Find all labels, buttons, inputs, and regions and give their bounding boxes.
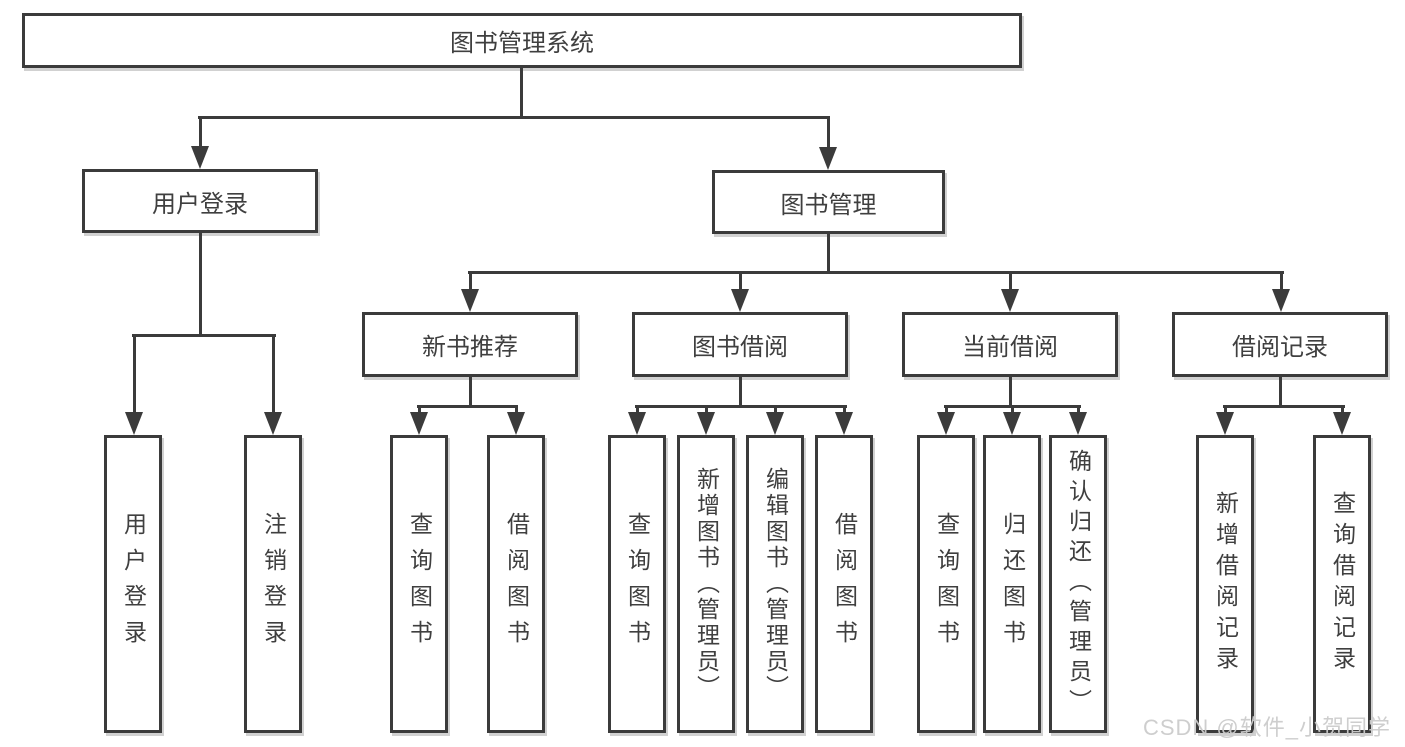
arrowhead-down-icon (766, 412, 784, 435)
connector-line (635, 405, 847, 408)
leaf-borrow-books-recommend: 借阅图书 (487, 435, 545, 733)
connector-line (1009, 377, 1012, 407)
node-current-borrowing: 当前借阅 (902, 312, 1118, 377)
leaf-borrow-books: 借阅图书 (815, 435, 873, 733)
arrowhead-down-icon (264, 412, 282, 435)
connector-line (198, 116, 830, 119)
connector-line (133, 334, 136, 414)
arrowhead-down-icon (1272, 289, 1290, 312)
arrowhead-down-icon (461, 289, 479, 312)
node-borrowing-records: 借阅记录 (1172, 312, 1388, 377)
connector-line (1009, 271, 1012, 291)
connector-line (1223, 405, 1345, 408)
node-library-management-system: 图书管理系统 (22, 13, 1022, 68)
connector-line (515, 405, 518, 414)
arrowhead-down-icon (819, 147, 837, 170)
arrowhead-down-icon (628, 412, 646, 435)
node-new-book-recommendation: 新书推荐 (362, 312, 578, 377)
arrowhead-down-icon (191, 146, 209, 169)
leaf-user-login: 用户登录 (104, 435, 162, 733)
arrowhead-down-icon (1333, 412, 1351, 435)
connector-line (1341, 405, 1344, 414)
leaf-edit-book-admin: 编辑图书（管理员） (746, 435, 804, 733)
connector-line (1280, 271, 1283, 291)
node-book-management: 图书管理 (712, 170, 945, 234)
leaf-query-books-recommend: 查询图书 (390, 435, 448, 733)
node-book-borrowing: 图书借阅 (632, 312, 848, 377)
connector-line (520, 68, 523, 119)
connector-line (468, 271, 1284, 274)
connector-line (418, 405, 421, 414)
leaf-add-book-admin: 新增图书（管理员） (677, 435, 735, 733)
connector-line (774, 405, 777, 414)
connector-line (1279, 377, 1282, 407)
leaf-return-book: 归还图书 (983, 435, 1041, 733)
arrowhead-down-icon (731, 289, 749, 312)
arrowhead-down-icon (1001, 289, 1019, 312)
arrowhead-down-icon (1216, 412, 1234, 435)
connector-line (272, 334, 275, 414)
leaf-query-books-borrow: 查询图书 (608, 435, 666, 733)
connector-line (1077, 405, 1080, 414)
leaf-logout: 注销登录 (244, 435, 302, 733)
arrowhead-down-icon (1069, 412, 1087, 435)
connector-line (1224, 405, 1227, 414)
connector-line (739, 271, 742, 291)
connector-line (843, 405, 846, 414)
leaf-add-borrow-record: 新增借阅记录 (1196, 435, 1254, 733)
arrowhead-down-icon (125, 412, 143, 435)
arrowhead-down-icon (1003, 412, 1021, 435)
connector-line (417, 405, 518, 408)
arrowhead-down-icon (697, 412, 715, 435)
connector-line (827, 234, 830, 274)
watermark: CSDN @软件_小贺同学 (1142, 715, 1391, 740)
arrowhead-down-icon (410, 412, 428, 435)
connector-line (199, 116, 202, 148)
connector-line (636, 405, 639, 414)
node-user-login: 用户登录 (82, 169, 318, 233)
leaf-query-books-current: 查询图书 (917, 435, 975, 733)
connector-line (945, 405, 948, 414)
connector-line (199, 233, 202, 337)
arrowhead-down-icon (835, 412, 853, 435)
connector-line (1011, 405, 1014, 414)
connector-line (739, 377, 742, 407)
arrowhead-down-icon (507, 412, 525, 435)
leaf-query-borrow-record: 查询借阅记录 (1313, 435, 1371, 733)
connector-line (469, 377, 472, 407)
connector-line (827, 116, 830, 149)
connector-line (132, 334, 276, 337)
connector-line (469, 271, 472, 291)
leaf-confirm-return-admin: 确认归还（管理员） (1049, 435, 1107, 733)
arrowhead-down-icon (937, 412, 955, 435)
connector-line (705, 405, 708, 414)
